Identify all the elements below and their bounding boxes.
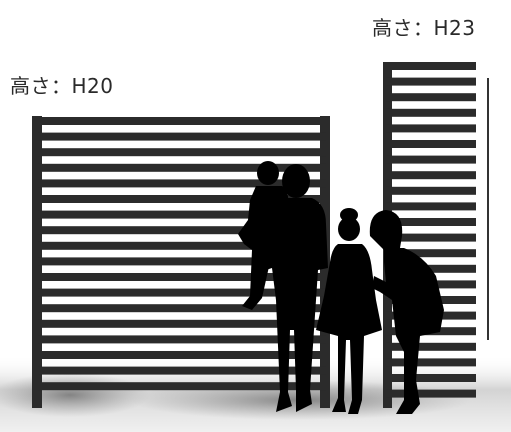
fence-slat [38, 226, 326, 235]
fence-slat [38, 319, 326, 328]
fence-slat [38, 288, 326, 297]
silhouette-woman [369, 210, 444, 414]
fence-slat [38, 382, 326, 391]
fence-slat [38, 210, 326, 219]
fence-slat [386, 342, 476, 351]
fence-slat [38, 179, 326, 188]
fence-slat [386, 93, 476, 102]
height-label-h23: 高さ：H23 [372, 16, 476, 40]
fence-slat [38, 351, 326, 359]
fence-slat [38, 195, 326, 203]
fence-slat [386, 389, 476, 398]
fence-slat [386, 171, 476, 180]
fence-slat [38, 257, 326, 266]
fence-slat [38, 148, 326, 157]
fence-slat [386, 62, 476, 70]
fence-slat [38, 117, 326, 125]
fence-slat [386, 124, 476, 133]
fence-slat [386, 140, 476, 148]
silhouette-child [238, 161, 290, 310]
fence-post [32, 116, 42, 408]
fence-slat [386, 108, 476, 117]
fence-slat [386, 155, 476, 164]
fence-slat [38, 304, 326, 313]
fence-slat [38, 273, 326, 281]
fence-slat [386, 374, 476, 382]
fence-slat [38, 132, 326, 141]
silhouette-girl [316, 208, 382, 414]
people-silhouettes [238, 161, 444, 414]
fence-slat [386, 358, 476, 367]
fence-slat [386, 186, 476, 195]
fence-slat [38, 163, 326, 172]
fence-slat [38, 366, 326, 375]
fence-slat [386, 202, 476, 211]
fence-slat [386, 218, 476, 226]
height-label-h20: 高さ：H20 [10, 74, 114, 98]
fence-slat [38, 241, 326, 250]
fence-slat [38, 335, 326, 344]
fence-slat [386, 233, 476, 242]
fence-slat [386, 77, 476, 86]
fence-slat [386, 249, 476, 258]
